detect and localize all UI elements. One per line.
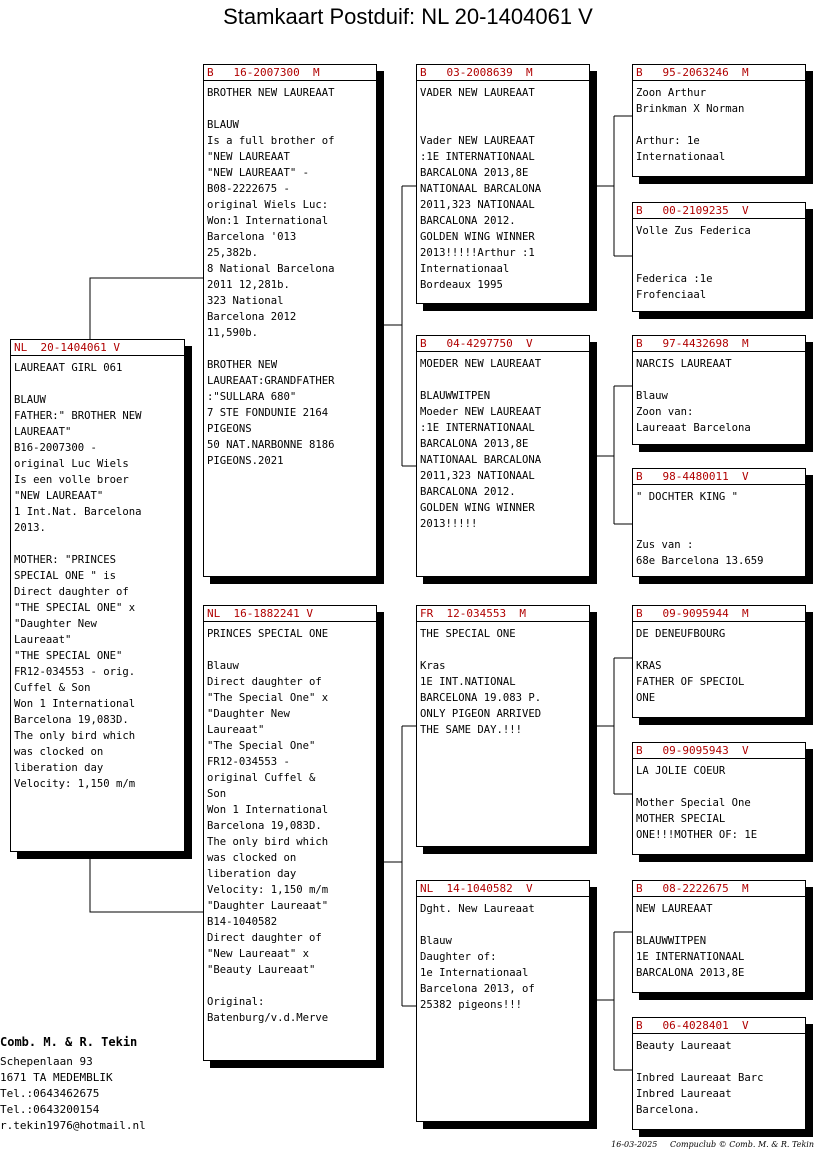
ring-number: NL 20-1404061 V [11,340,184,356]
pigeon-card-mmm: B 06-4028401 V Beauty Laureaat Inbred La… [632,1017,806,1130]
ring-number: B 16-2007300 M [204,65,376,81]
connector-subject-parents [89,277,203,913]
pigeon-card-ffm: B 00-2109235 V Volle Zus Federica Federi… [632,202,806,312]
ring-number: B 95-2063246 M [633,65,805,81]
pigeon-card-father: B 16-2007300 M BROTHER NEW LAUREAAT BLAU… [203,64,377,577]
ring-number: B 00-2109235 V [633,203,805,219]
pigeon-card-fmf: B 97-4432698 M NARCIS LAUREAAT Blauw Zoo… [632,335,806,445]
ring-number: B 03-2008639 M [417,65,589,81]
pigeon-notes: BROTHER NEW LAUREAAT BLAUW Is a full bro… [207,87,335,467]
ring-number: B 09-9095944 M [633,606,805,622]
owner-street: Schepenlaan 93 [0,1055,93,1068]
ring-number: FR 12-034553 M [417,606,589,622]
pigeon-notes: THE SPECIAL ONE Kras 1E INT.NATIONAL BAR… [420,628,542,736]
pigeon-notes: LAUREAAT GIRL 061 BLAUW FATHER:" BROTHER… [14,362,142,790]
pigeon-card-subject: NL 20-1404061 V LAUREAAT GIRL 061 BLAUW … [10,339,185,852]
owner-contact-block: Comb. M. & R. Tekin Schepenlaan 93 1671 … [0,1034,146,1134]
owner-email: r.tekin1976@hotmail.nl [0,1119,146,1132]
pigeon-card-mff: B 09-9095944 M DE DENEUFBOURG KRAS FATHE… [632,605,806,718]
pigeon-notes: Volle Zus Federica Federica :1e Frofenci… [636,225,751,301]
ring-number: B 97-4432698 M [633,336,805,352]
software-credit: Compuclub © Comb. M. & R. Tekin [670,1140,814,1149]
ring-number: B 06-4028401 V [633,1018,805,1034]
pigeon-card-mfm: B 09-9095943 V LA JOLIE COEUR Mother Spe… [632,742,806,855]
ring-number: NL 16-1882241 V [204,606,376,622]
connector-mm-parents [590,931,632,1071]
connector-mother-grandparents [377,725,416,1007]
owner-city: 1671 TA MEDEMBLIK [0,1071,113,1084]
pigeon-card-fm: B 04-4297750 V MOEDER NEW LAUREAAT BLAUW… [416,335,590,577]
connector-fm-parents [590,385,632,525]
pigeon-card-ff: B 03-2008639 M VADER NEW LAUREAAT Vader … [416,64,590,304]
owner-phone-1: Tel.:0643462675 [0,1087,100,1100]
pigeon-card-mother: NL 16-1882241 V PRINCES SPECIAL ONE Blau… [203,605,377,1061]
pigeon-card-mm: NL 14-1040582 V Dght. New Laureaat Blauw… [416,880,590,1122]
print-footer: 16-03-2025 Compuclub © Comb. M. & R. Tek… [611,1140,814,1149]
pigeon-card-fmm: B 98-4480011 V " DOCHTER KING " Zus van … [632,468,806,577]
pigeon-notes: VADER NEW LAUREAAT Vader NEW LAUREAAT :1… [420,87,542,291]
ring-number: B 04-4297750 V [417,336,589,352]
owner-phone-2: Tel.:0643200154 [0,1103,100,1116]
pigeon-notes: DE DENEUFBOURG KRAS FATHER OF SPECIOL ON… [636,628,745,704]
print-date: 16-03-2025 [611,1140,658,1149]
ring-number: B 09-9095943 V [633,743,805,759]
pigeon-notes: NARCIS LAUREAAT Blauw Zoon van: Laureaat… [636,358,751,434]
ring-number: B 98-4480011 V [633,469,805,485]
pigeon-card-mmf: B 08-2222675 M NEW LAUREAAT BLAUWWITPEN … [632,880,806,993]
pigeon-notes: Dght. New Laureaat Blauw Daughter of: 1e… [420,903,535,1011]
pigeon-notes: LA JOLIE COEUR Mother Special One MOTHER… [636,765,758,841]
pigeon-card-mf: FR 12-034553 M THE SPECIAL ONE Kras 1E I… [416,605,590,847]
pigeon-notes: " DOCHTER KING " Zus van : 68e Barcelona… [636,491,764,567]
owner-name: Comb. M. & R. Tekin [0,1035,138,1049]
connector-ff-parents [590,115,632,257]
pigeon-notes: Zoon Arthur Brinkman X Norman Arthur: 1e… [636,87,745,163]
ring-number: B 08-2222675 M [633,881,805,897]
pigeon-notes: PRINCES SPECIAL ONE Blauw Direct daughte… [207,628,329,1024]
connector-father-grandparents [377,185,416,467]
connector-mf-parents [590,657,632,795]
ring-number: NL 14-1040582 V [417,881,589,897]
pigeon-notes: MOEDER NEW LAUREAAT BLAUWWITPEN Moeder N… [420,358,542,530]
page-title: Stamkaart Postduif: NL 20-1404061 V [223,4,593,29]
pigeon-notes: Beauty Laureaat Inbred Laureaat Barc Inb… [636,1040,764,1116]
pigeon-card-fff: B 95-2063246 M Zoon Arthur Brinkman X No… [632,64,806,177]
pigeon-notes: NEW LAUREAAT BLAUWWITPEN 1E INTERNATIONA… [636,903,745,979]
